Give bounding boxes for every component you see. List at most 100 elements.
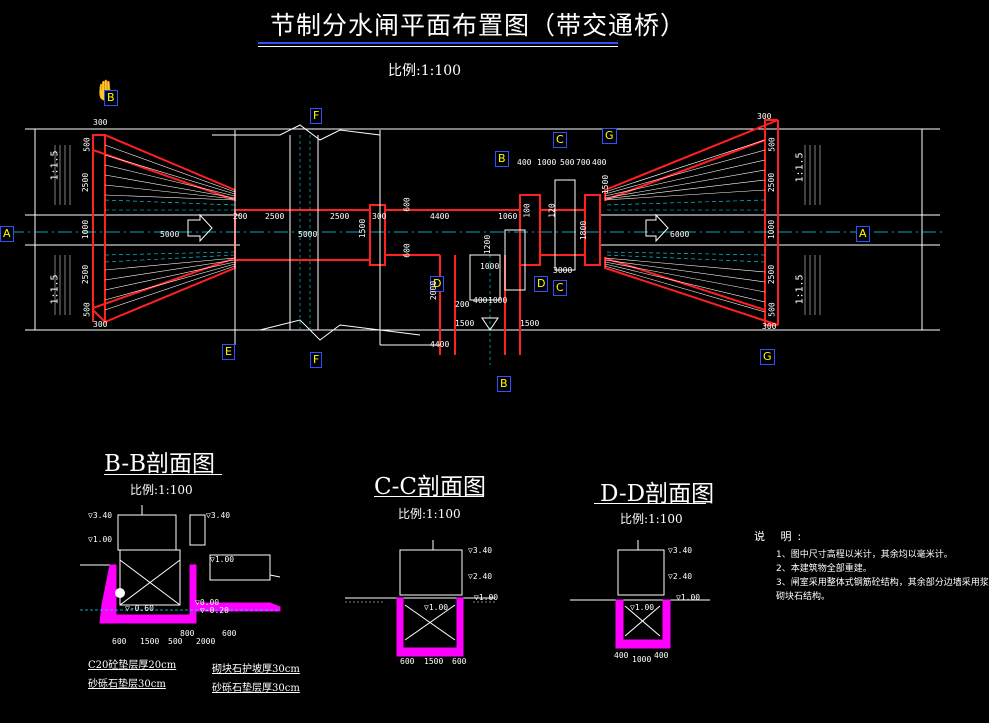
dd-elev: ▽1.00: [630, 603, 655, 612]
section-bb-underline: [104, 474, 222, 475]
slope-hatch: [54, 145, 821, 315]
note-item: 2、本建筑物全部重建。: [776, 564, 872, 574]
bb-elev: ▽1.00: [210, 555, 235, 564]
dim-label: 2500: [81, 264, 91, 285]
dim-label: 200: [455, 300, 470, 309]
dim-label: 500: [767, 137, 777, 152]
dim-label: 600: [402, 197, 412, 212]
section-dd-drawing: [570, 540, 710, 649]
title-underline-2: [258, 46, 618, 47]
dim-label: 100: [522, 203, 532, 218]
dim-label: 300: [93, 320, 108, 329]
bb-dim: 500: [168, 637, 183, 646]
bb-dim: 600: [222, 629, 237, 638]
cc-elev: ▽1.00: [424, 603, 449, 612]
dim-label: 2500: [330, 212, 350, 221]
left-slope-dash: [104, 199, 236, 263]
bb-elev: ▽3.40: [88, 511, 113, 520]
dim-label: 1500: [358, 218, 368, 239]
dim-label: 700: [576, 158, 591, 167]
dim-label: 1500: [601, 174, 611, 195]
dim-label: 500: [82, 302, 92, 317]
dim-label: 400: [592, 158, 607, 167]
bb-legend-gravel2: 砂砾石垫层厚30cm: [212, 683, 300, 694]
cc-dim: 600: [400, 657, 415, 666]
bb-dim: 800: [180, 629, 195, 638]
section-bb-scale: 比例:1:100: [130, 483, 193, 497]
dim-label: 3000: [553, 266, 573, 275]
cc-dim: 600: [452, 657, 467, 666]
plan-scale: 比例:1:100: [388, 63, 462, 79]
side-gate: [469, 179, 576, 331]
dim-label: 600: [402, 243, 412, 258]
note-item: 3、闸室采用整体式钢筋砼结构，其余部分边墙采用浆: [776, 578, 989, 588]
cc-elev: ▽3.40: [468, 546, 493, 555]
section-bb-title: B-B剖面图: [104, 451, 216, 477]
slope-label: 1:1.5: [49, 274, 61, 305]
dim-label: 1000: [81, 219, 91, 240]
dim-label: 2500: [767, 172, 777, 193]
section-marker-d-right: D: [534, 276, 549, 292]
traffic-bridge: [212, 124, 440, 346]
right-slope-lines: [604, 139, 766, 313]
dim-label: 500: [82, 137, 92, 152]
section-cc-scale: 比例:1:100: [398, 507, 461, 521]
bb-dim: 1500: [140, 637, 160, 646]
section-marker-d-left: D: [430, 276, 445, 292]
section-marker-f-bottom: F: [310, 352, 323, 368]
section-marker-b-bottom: B: [497, 376, 511, 392]
right-wingwalls: [604, 119, 779, 326]
plan-frame: [25, 128, 940, 331]
section-cc-title: C-C剖面图: [374, 474, 486, 500]
section-bb-drawing: [80, 505, 281, 624]
dim-label: 200: [233, 212, 248, 221]
dim-label: 1060: [498, 212, 518, 221]
dd-dim: 1000: [632, 655, 652, 664]
dim-label: 5000: [160, 230, 180, 239]
bb-elev: ▽-0.60: [125, 604, 154, 613]
dd-elev: ▽3.40: [668, 546, 693, 555]
section-marker-b-corner: B: [104, 90, 118, 106]
bb-dim: 2000: [196, 637, 216, 646]
right-slope-dash: [604, 199, 766, 263]
dim-label: 1000: [537, 158, 557, 167]
section-marker-a-right: A: [856, 226, 870, 242]
slope-label: 1:1.5: [794, 152, 806, 183]
section-marker-c-top: C: [553, 132, 567, 148]
dim-label: 400: [517, 158, 532, 167]
dim-label: 2500: [767, 264, 777, 285]
section-dd-title: D-D剖面图: [600, 481, 715, 507]
bb-elev: ▽3.40: [206, 511, 231, 520]
plan-view: [10, 119, 945, 365]
section-cc-underline: [374, 496, 484, 497]
section-dd-underline: [594, 503, 706, 504]
dim-label: 1000: [480, 262, 500, 271]
dim-label: 300: [372, 212, 387, 221]
section-marker-g-top: G: [602, 128, 617, 144]
dim-label: 400: [473, 296, 488, 305]
bb-legend-gravel: 砂砾石垫层30cm: [88, 679, 166, 690]
dim-label: 120: [547, 203, 557, 218]
dim-label: 1000: [488, 296, 508, 305]
note-item: 1、图中尺寸高程以米计，其余均以毫米计。: [776, 550, 953, 560]
dim-label: 1200: [483, 234, 493, 255]
dim-label: 2500: [81, 172, 91, 193]
drawing-title: 节制分水闸平面布置图（带交通桥）: [269, 11, 686, 40]
section-marker-f-top: F: [310, 108, 323, 124]
bb-elev: ▽1.00: [88, 535, 113, 544]
flow-arrows: [187, 213, 669, 243]
bb-legend-concrete: C20砼垫层厚20cm: [88, 660, 177, 671]
cc-elev: ▽2.40: [468, 572, 493, 581]
slope-label: 1:1.5: [49, 150, 61, 181]
cc-dim: 1500: [424, 657, 444, 666]
dim-label: 6000: [670, 230, 690, 239]
dim-label: 2000: [429, 280, 439, 301]
dim-label: 4400: [430, 212, 450, 221]
notes-block: 说 明: 1、图中尺寸高程以米计，其余均以毫米计。 2、本建筑物全部重建。 3、…: [754, 530, 989, 604]
dd-dim: 400: [614, 651, 629, 660]
dim-label: 1000: [767, 219, 777, 240]
dim-label: 300: [757, 112, 772, 121]
section-marker-c-bottom: C: [553, 280, 567, 296]
dd-dim: 400: [654, 651, 669, 660]
title-underline: [258, 42, 618, 44]
